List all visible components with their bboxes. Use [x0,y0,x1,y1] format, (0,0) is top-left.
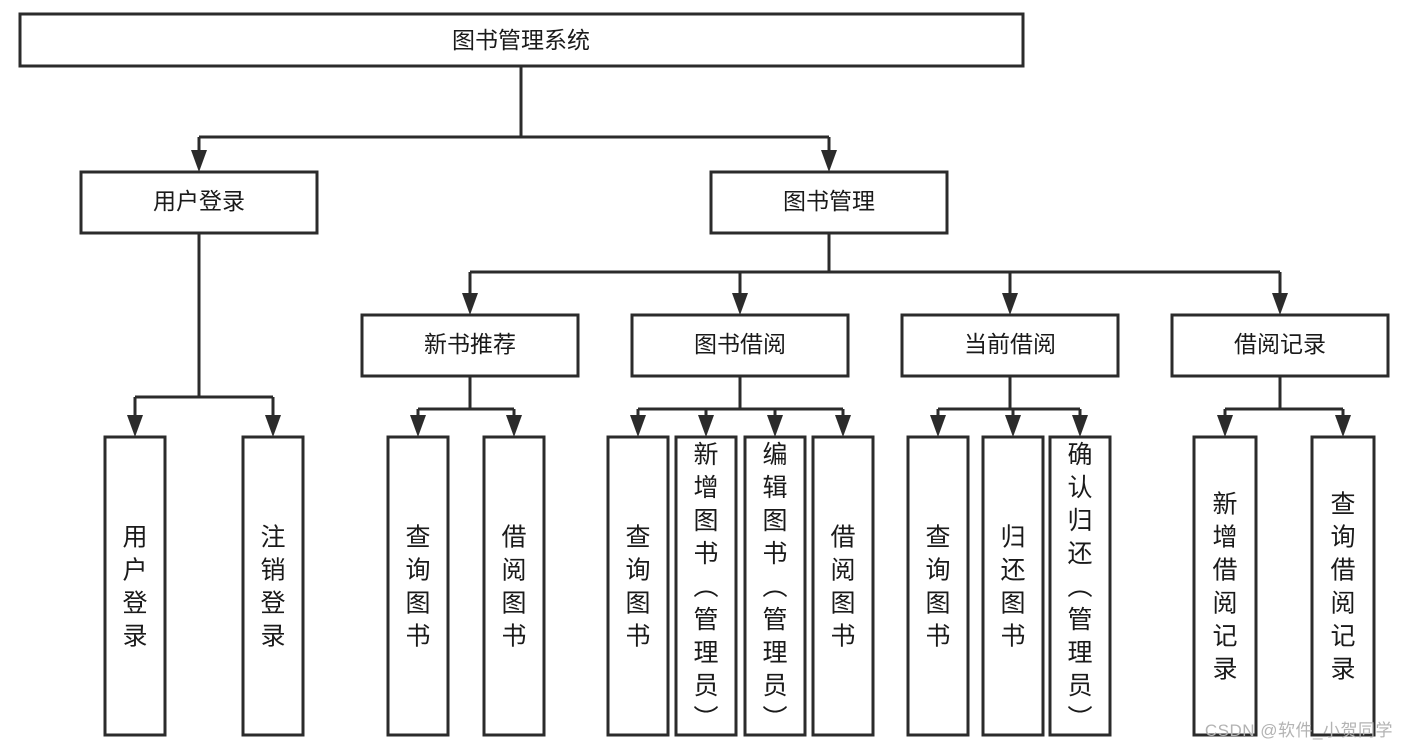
leaf-borrow-book-rec-box[interactable] [482,435,546,737]
node-book-borrow-label: 图书借阅 [694,331,786,357]
leaf-return-book[interactable]: 归还图书 [981,435,1045,737]
node-user-login[interactable]: 用户登录 [79,170,319,235]
node-book-manage[interactable]: 图书管理 [709,170,949,235]
arrow-book-manage [821,150,837,172]
leaf-user-login-box[interactable] [103,435,167,737]
connector-group [127,66,1351,437]
arrow-leaf-borrow-book [835,415,851,437]
arrow-current-borrow [1002,293,1018,315]
node-borrow-record-label: 借阅记录 [1234,331,1326,357]
leaf-edit-book-label: 编辑图书︵管理员︶ [762,441,787,733]
leaf-query-book-cur-box[interactable] [906,435,970,737]
node-new-book-rec-label: 新书推荐 [424,331,516,357]
leaf-borrow-book-rec-label: 借阅图书 [501,524,526,651]
leaf-add-book-box[interactable] [674,435,738,737]
arrow-leaf-confirm-return [1072,415,1088,437]
arrow-leaf-add-book [698,415,714,437]
node-book-borrow[interactable]: 图书借阅 [630,313,850,378]
leaf-add-record[interactable]: 新增借阅记录 [1192,435,1258,737]
node-current-borrow-label: 当前借阅 [964,331,1056,357]
arrow-new-book-rec [462,293,478,315]
leaf-query-book-cur[interactable]: 查询图书 [906,435,970,737]
leaf-query-record-label: 查询借阅记录 [1330,491,1355,684]
leaf-edit-book-box[interactable] [743,435,807,737]
leaf-logout[interactable]: 注销登录 [241,435,305,737]
arrow-borrow-record [1272,293,1288,315]
leaf-logout-box[interactable] [241,435,305,737]
leaf-query-book-rec[interactable]: 查询图书 [386,435,450,737]
node-root-label: 图书管理系统 [452,27,590,53]
arrow-book-borrow [732,293,748,315]
leaf-query-book-cur-label: 查询图书 [925,524,950,651]
arrow-leaf-query-book-cur [930,415,946,437]
arrow-leaf-logout [265,415,281,437]
arrow-user-login [191,150,207,172]
leaf-add-book[interactable]: 新增图书︵管理员︶ [674,435,738,737]
leaf-borrow-book-box[interactable] [811,435,875,737]
arrow-leaf-query-book-bor [630,415,646,437]
leaf-node-group: 用户登录 注销登录 查询图书 借阅图书 查询图书 新增图书︵管理员︶ 编辑图书︵管理员︶ 借阅… [103,435,1376,737]
leaf-add-book-label: 新增图书︵管理员︶ [693,441,718,733]
leaf-query-record[interactable]: 查询借阅记录 [1310,435,1376,737]
leaf-borrow-book[interactable]: 借阅图书 [811,435,875,737]
leaf-query-book-rec-label: 查询图书 [405,524,430,651]
arrow-leaf-user-login [127,415,143,437]
leaf-user-login-label: 用户登录 [122,524,147,651]
node-book-borrow-box[interactable] [630,313,850,378]
leaf-confirm-return-box[interactable] [1048,435,1112,737]
leaf-edit-book[interactable]: 编辑图书︵管理员︶ [743,435,807,737]
node-book-manage-label: 图书管理 [783,188,875,214]
leaf-user-login[interactable]: 用户登录 [103,435,167,737]
arrow-leaf-return-book [1005,415,1021,437]
node-borrow-record[interactable]: 借阅记录 [1170,313,1390,378]
node-user-login-label: 用户登录 [153,188,245,214]
leaf-add-record-label: 新增借阅记录 [1212,491,1237,684]
leaf-return-book-box[interactable] [981,435,1045,737]
node-root-box[interactable] [18,12,1025,68]
node-borrow-record-box[interactable] [1170,313,1390,378]
arrow-leaf-borrow-book-rec [506,415,522,437]
arrow-leaf-edit-book [767,415,783,437]
arrow-leaf-query-record [1335,415,1351,437]
leaf-logout-label: 注销登录 [260,524,285,651]
node-root[interactable]: 图书管理系统 [18,12,1025,68]
leaf-query-book-bor-label: 查询图书 [625,524,650,651]
leaf-query-book-rec-box[interactable] [386,435,450,737]
leaf-return-book-label: 归还图书 [1000,524,1025,651]
node-user-login-box[interactable] [79,170,319,235]
leaf-query-book-bor-box[interactable] [606,435,670,737]
leaf-query-book-bor[interactable]: 查询图书 [606,435,670,737]
leaf-add-record-box[interactable] [1192,435,1258,737]
node-current-borrow[interactable]: 当前借阅 [900,313,1120,378]
node-new-book-rec[interactable]: 新书推荐 [360,313,580,378]
leaf-borrow-book-label: 借阅图书 [830,524,855,651]
leaf-borrow-book-rec[interactable]: 借阅图书 [482,435,546,737]
leaf-confirm-return-label: 确认归还︵管理员︶ [1067,441,1092,733]
node-new-book-rec-box[interactable] [360,313,580,378]
arrow-leaf-add-record [1217,415,1233,437]
arrow-leaf-query-book-rec [410,415,426,437]
node-current-borrow-box[interactable] [900,313,1120,378]
node-book-manage-box[interactable] [709,170,949,235]
leaf-confirm-return[interactable]: 确认归还︵管理员︶ [1048,435,1112,737]
leaf-query-record-box[interactable] [1310,435,1376,737]
